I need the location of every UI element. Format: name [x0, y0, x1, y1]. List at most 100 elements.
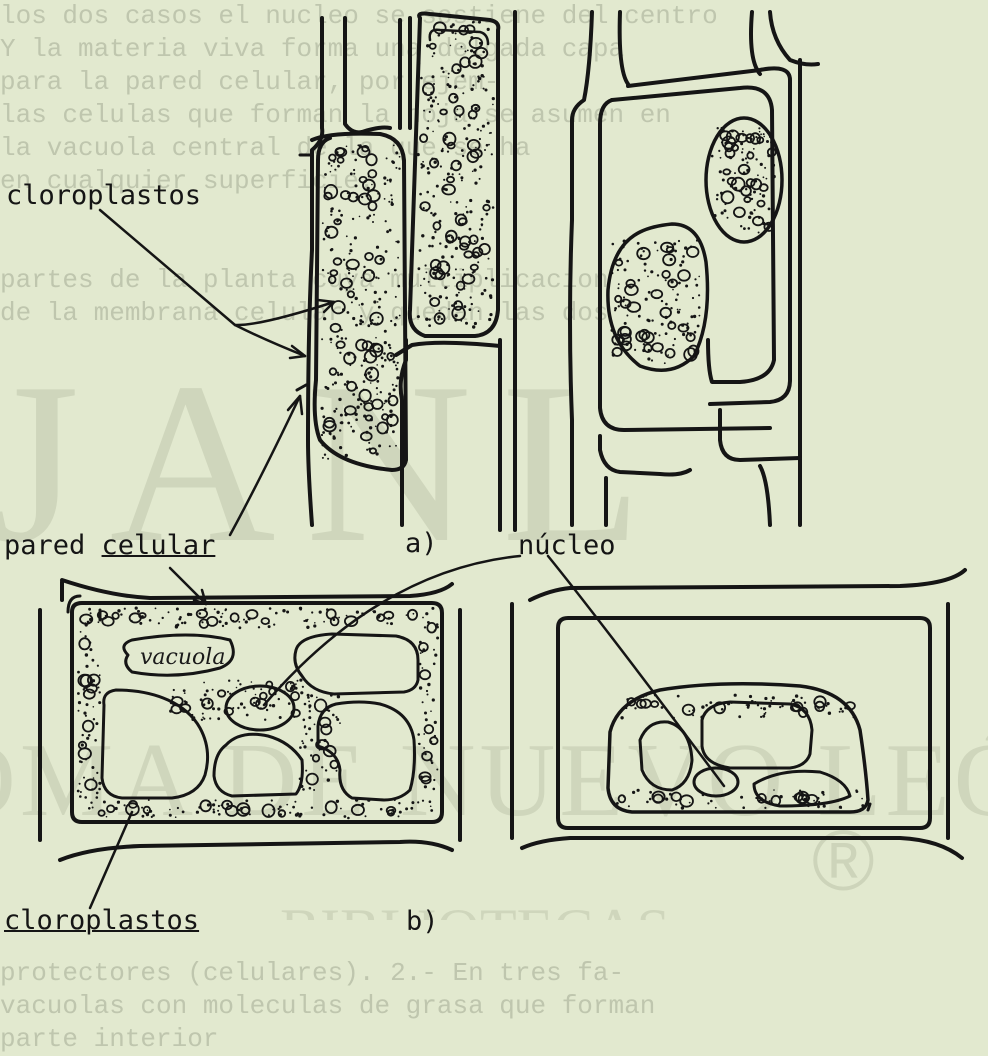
cytoplasm-dot [433, 52, 435, 54]
cytoplasm-dot [647, 276, 649, 278]
cytoplasm-dot [465, 206, 467, 208]
cytoplasm-dot [349, 253, 351, 255]
chloroplast [330, 761, 338, 769]
cytoplasm-dot [84, 796, 87, 799]
chloroplast [334, 258, 342, 265]
cytoplasm-dot [175, 625, 178, 628]
cytoplasm-dot [329, 338, 332, 341]
cytoplasm-dot [628, 805, 630, 807]
cytoplasm-dot [659, 334, 661, 336]
chloroplast [368, 170, 376, 178]
cytoplasm-dot [168, 611, 170, 613]
cytoplasm-dot [781, 705, 783, 707]
cytoplasm-dot [398, 802, 400, 804]
label-cloroplastos-top: cloroplastos [6, 180, 201, 211]
cytoplasm-dot [353, 288, 355, 290]
cytoplasm-dot [405, 807, 408, 810]
cytoplasm-dot [321, 766, 323, 768]
leader-nucleo-right [548, 556, 724, 786]
cytoplasm-dot [487, 122, 490, 125]
cytoplasm-dot [309, 706, 311, 708]
cytoplasm-dot [433, 779, 435, 781]
cytoplasm-dot [324, 386, 326, 388]
cytoplasm-dot [299, 608, 302, 611]
chloroplast [687, 247, 699, 257]
cytoplasm-dot [670, 307, 672, 309]
cytoplasm-dot [637, 789, 640, 792]
cytoplasm-dot [93, 718, 95, 720]
cytoplasm-dot [417, 315, 420, 318]
chloroplast [247, 610, 258, 619]
cytoplasm-dot [445, 297, 448, 300]
cytoplasm-dot [176, 608, 179, 611]
cytoplasm-dot [420, 652, 422, 654]
cytoplasm-dot [422, 800, 424, 802]
cytoplasm-dot [428, 324, 431, 327]
cytoplasm-dot [419, 249, 422, 252]
cytoplasm-dot [685, 285, 688, 288]
cytoplasm-dot [299, 813, 302, 816]
cytoplasm-dot [303, 745, 306, 748]
cytoplasm-dot [772, 175, 775, 178]
chloroplast [452, 64, 461, 73]
cytoplasm-dot [308, 727, 311, 730]
cytoplasm-dot [177, 807, 179, 809]
cytoplasm-dot [740, 796, 743, 799]
cytoplasm-dot [289, 812, 291, 814]
cytoplasm-dot [304, 725, 306, 727]
cytoplasm-dot [483, 289, 486, 292]
cytoplasm-dot [322, 457, 324, 459]
chloroplast [454, 106, 463, 116]
cytoplasm-dot [271, 799, 273, 801]
cytoplasm-dot [853, 716, 855, 718]
cytoplasm-dot [637, 242, 640, 245]
cytoplasm-dot [648, 291, 651, 294]
chloroplast [348, 291, 354, 297]
cytoplasm-dot [352, 275, 354, 277]
cytoplasm-dot [300, 691, 303, 694]
cytoplasm-dot [762, 715, 765, 718]
cytoplasm-dot [340, 808, 342, 810]
cytoplasm-dot [738, 715, 741, 718]
cytoplasm-dot [191, 714, 193, 716]
cytoplasm-dot [202, 713, 204, 715]
cytoplasm-dot [390, 320, 392, 322]
cytoplasm-dot [375, 426, 377, 428]
cytoplasm-dot [457, 109, 459, 111]
cytoplasm-dot [486, 144, 489, 147]
cytoplasm-dot [709, 701, 712, 704]
cytoplasm-dot [158, 622, 160, 624]
cytoplasm-dot [344, 383, 347, 386]
cytoplasm-dot [286, 804, 288, 806]
cytoplasm-dot [350, 172, 353, 175]
cytoplasm-dot [394, 269, 397, 272]
chloroplast [377, 422, 388, 433]
cytoplasm-dot [463, 127, 466, 130]
cytoplasm-dot [367, 324, 370, 327]
cytoplasm-dot [141, 807, 143, 809]
chloroplast [330, 368, 337, 375]
cytoplasm-dot [92, 659, 95, 662]
cytoplasm-dot [338, 617, 340, 619]
cytoplasm-dot [80, 791, 82, 793]
cytoplasm-dot [861, 798, 863, 800]
cytoplasm-dot [350, 243, 352, 245]
cytoplasm-dot [386, 622, 388, 624]
cytoplasm-dot [290, 688, 292, 690]
cytoplasm-dot [465, 322, 468, 325]
label-celular: celular [102, 530, 216, 561]
cytoplasm-dot [255, 694, 257, 696]
cytoplasm-dot [417, 153, 420, 156]
cytoplasm-dot [350, 426, 352, 428]
cytoplasm-dot [322, 444, 325, 447]
cytoplasm-dot [354, 159, 357, 162]
cytoplasm-dot [743, 227, 746, 230]
cytoplasm-dot [282, 609, 285, 612]
cytoplasm-dot [83, 777, 85, 779]
cytoplasm-dot [461, 46, 463, 48]
cytoplasm-dot [394, 324, 397, 327]
cytoplasm-dot [721, 708, 724, 711]
leader-cloroplastos-b [90, 812, 132, 908]
cytoplasm-dot [478, 21, 481, 24]
cytoplasm-dot [219, 620, 222, 623]
